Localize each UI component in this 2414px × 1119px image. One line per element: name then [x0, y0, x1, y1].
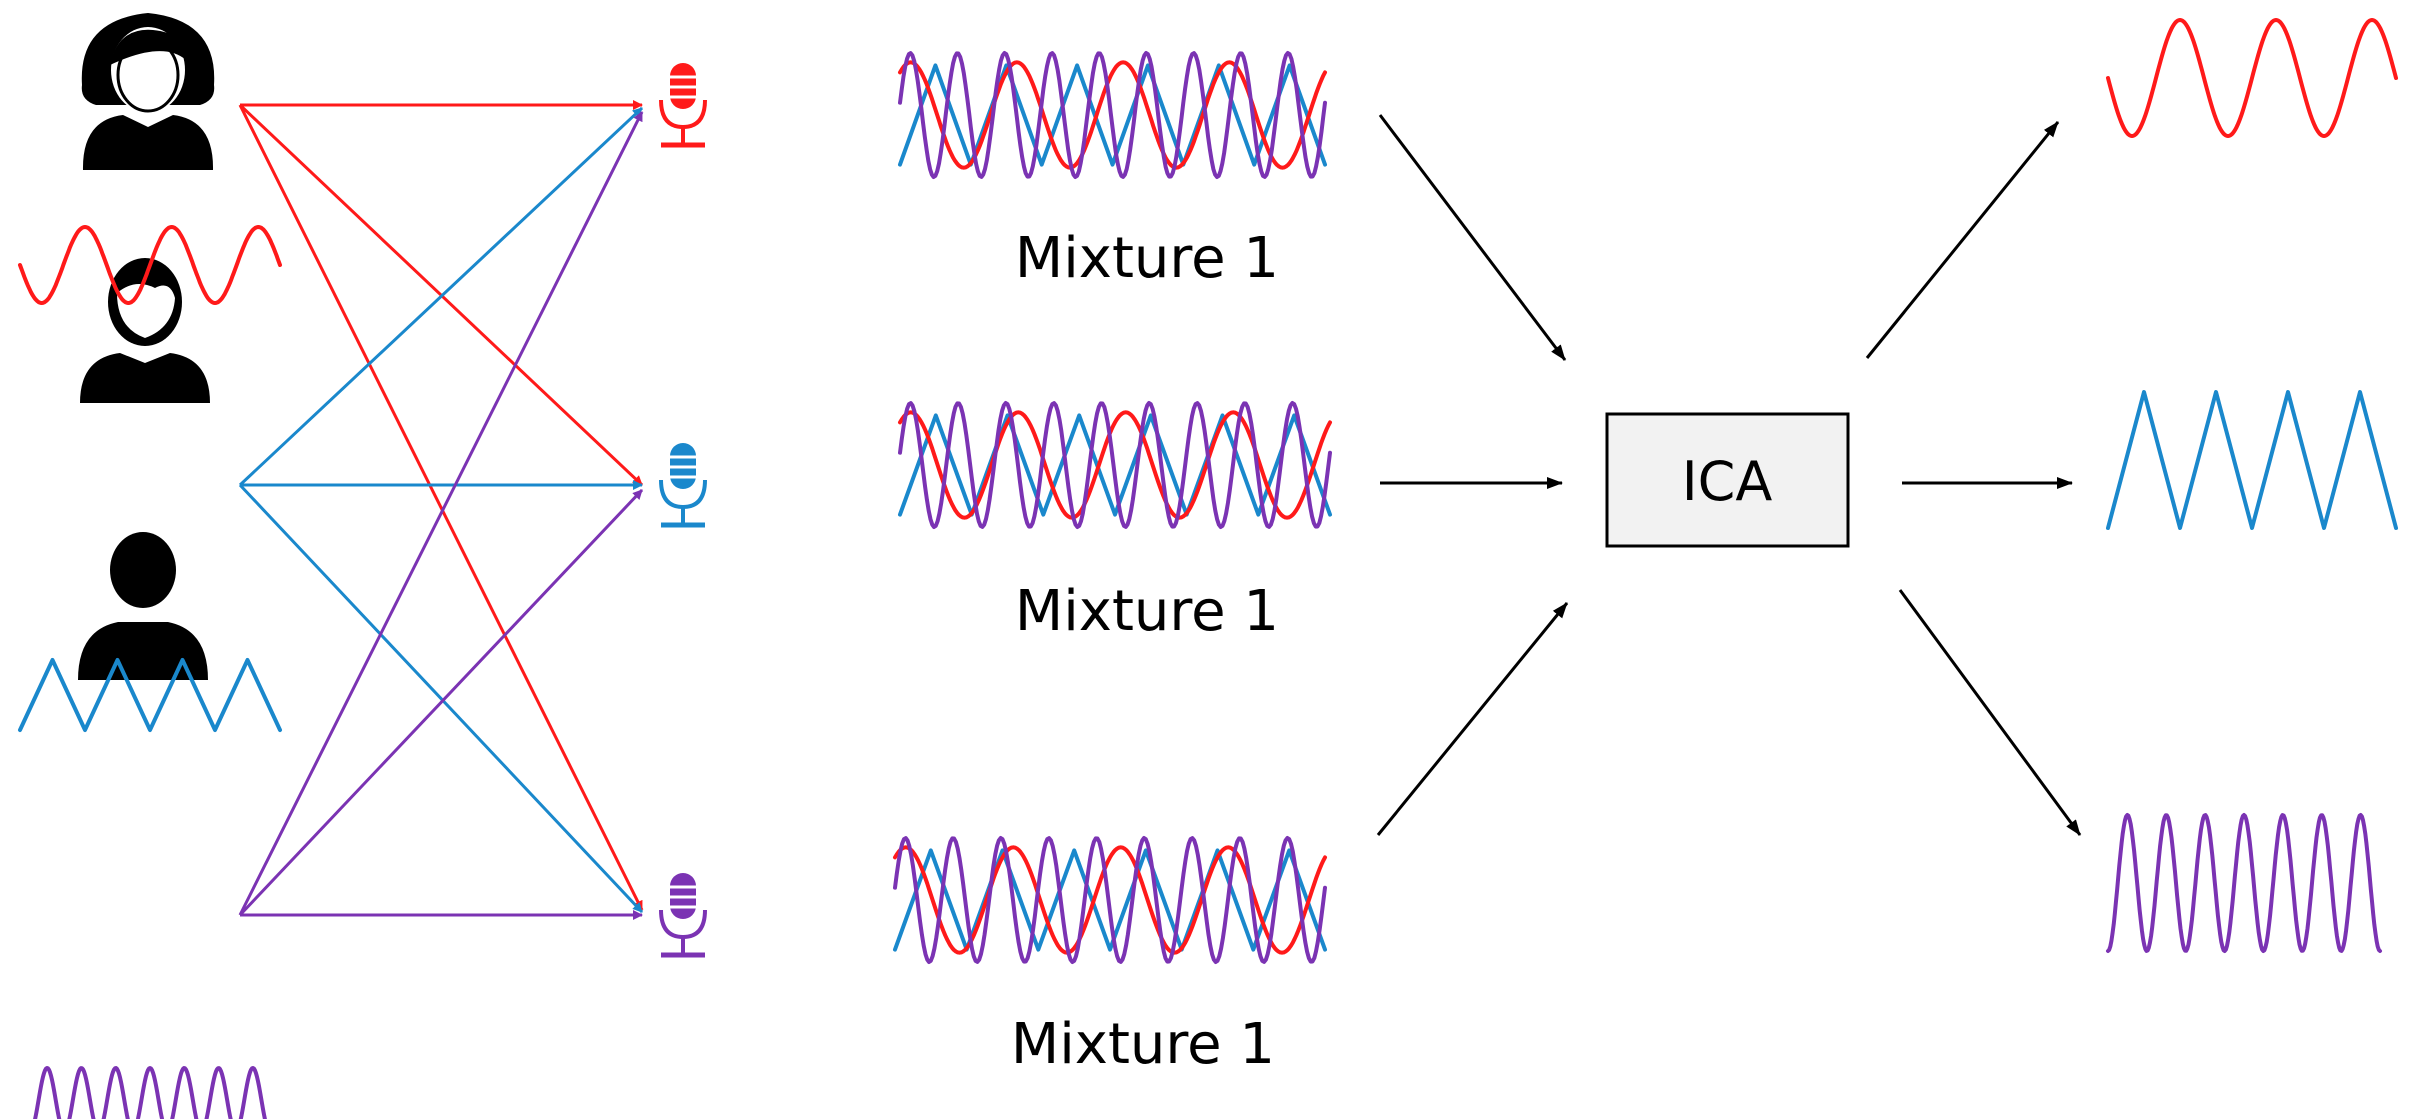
- output-triangle-wave: [2106, 390, 2398, 530]
- mixture-label: Mixture 1: [1015, 579, 1279, 644]
- mixture-waveform: [893, 836, 1327, 964]
- microphone-icon: [659, 443, 707, 528]
- source-sine-wave: [18, 225, 282, 305]
- arrow-purple-to-mic2: [238, 488, 644, 917]
- mixture-waveform: [898, 401, 1332, 529]
- mixture-label: Mixture 1: [1011, 1012, 1275, 1077]
- mixture-waveform: [898, 51, 1327, 179]
- ica-box: ICA: [1605, 412, 1850, 548]
- female-person-icon: [81, 13, 215, 170]
- mixing-arrows: [238, 100, 644, 920]
- mixture-component-red: [898, 410, 1332, 520]
- arrow-mixture1-to-ica: [1378, 114, 1567, 361]
- output-sine-wave: [2106, 18, 2398, 138]
- output-fast-sine-wave: [2106, 813, 2382, 953]
- male-person-icon: [80, 258, 210, 403]
- person-icon: [78, 532, 208, 680]
- mixture-component-purple: [898, 401, 1332, 529]
- source-triangle-wave: [18, 658, 282, 732]
- mixture-component-purple: [898, 51, 1327, 179]
- arrow-red-to-mic3: [238, 104, 644, 911]
- mixture-component-red: [893, 845, 1327, 955]
- arrow-ica-to-output3: [1898, 589, 2082, 836]
- source-fast-sine-wave: [33, 1066, 267, 1119]
- mixture-label: Mixture 1: [1015, 226, 1279, 291]
- microphone-icon: [659, 873, 707, 958]
- arrow-mixture3-to-ica: [1376, 602, 1569, 836]
- arrow-purple-to-mic1: [238, 111, 644, 916]
- arrow-ica-to-output1: [1865, 121, 2060, 359]
- mixture-component-purple: [893, 836, 1327, 964]
- mixture-component-red: [898, 60, 1327, 170]
- arrow-blue-to-mic3: [238, 483, 644, 914]
- microphone-icon: [659, 63, 707, 148]
- ica-label: ICA: [1682, 450, 1773, 513]
- arrow-blue-to-mic1: [238, 106, 644, 487]
